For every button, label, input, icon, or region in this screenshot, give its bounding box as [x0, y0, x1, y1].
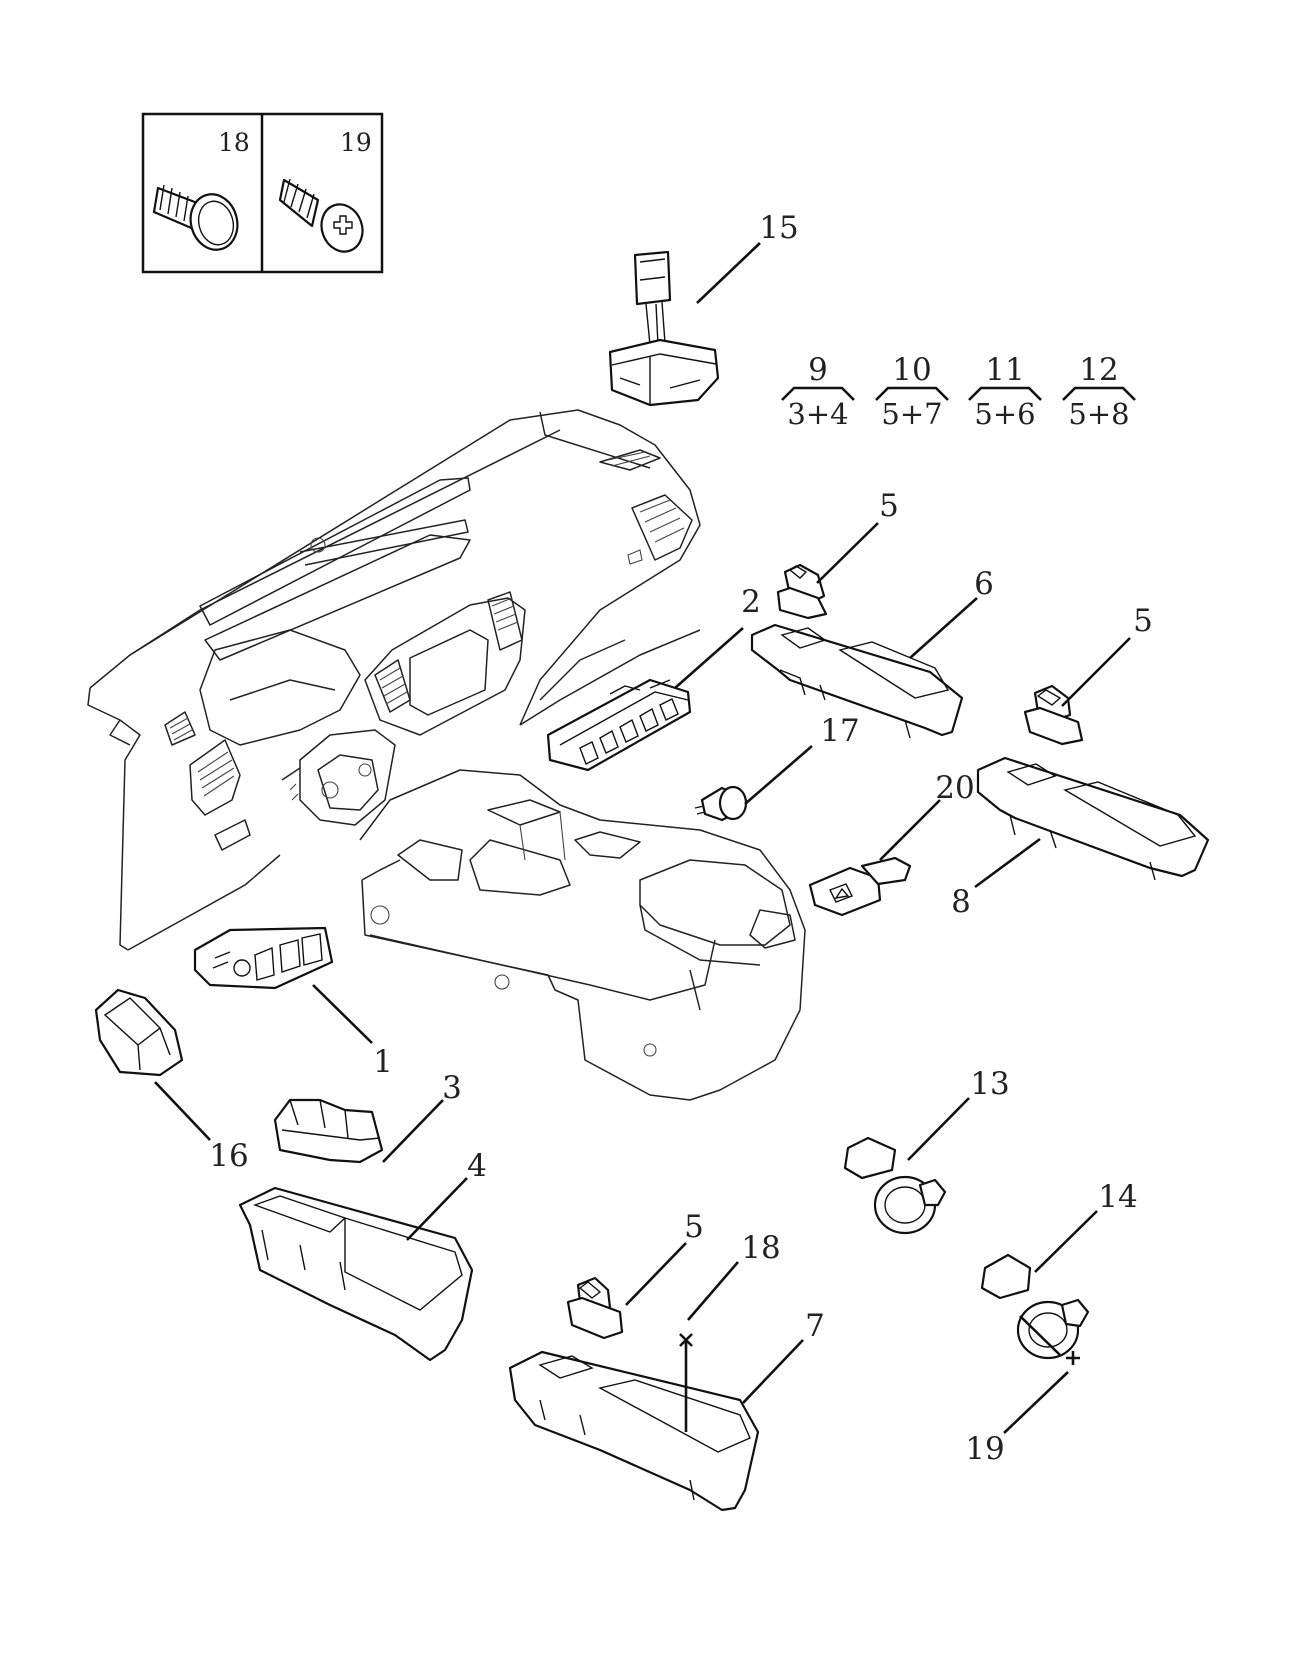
kit-number: 12	[1079, 352, 1118, 388]
part-5-switch-top	[776, 563, 828, 620]
leader-15	[696, 242, 761, 304]
callout-4: 4	[467, 1148, 487, 1184]
callout-1: 1	[373, 1044, 393, 1080]
callout-18: 18	[741, 1230, 780, 1266]
leader-17	[744, 745, 813, 805]
leader-5-top	[816, 522, 879, 584]
inset-label-18: 18	[218, 128, 250, 157]
leader-4	[406, 1177, 468, 1241]
leader-2	[674, 627, 744, 689]
kit-number: 11	[985, 352, 1024, 388]
leader-19	[1003, 1371, 1069, 1434]
fastener-mark-18	[679, 1333, 693, 1347]
callout-6: 6	[974, 566, 994, 602]
callout-17: 17	[820, 713, 859, 749]
phillips-screw-icon	[278, 178, 364, 253]
part-17-socket	[694, 785, 748, 822]
part-16-switch-block	[94, 988, 184, 1077]
leader-8	[974, 837, 1041, 889]
callout-13: 13	[970, 1066, 1009, 1102]
fastener-inset: 18 19	[141, 112, 384, 274]
push-pin-clip-icon	[152, 184, 239, 251]
kit-10: 10 5+7	[875, 352, 949, 431]
kit-number: 9	[808, 352, 828, 388]
leader-5-bottom	[625, 1242, 687, 1306]
leader-6	[909, 597, 978, 659]
leader-19-drop	[1019, 1315, 1061, 1356]
part-5-switch-right	[1023, 684, 1084, 746]
leader-7	[742, 1339, 804, 1404]
callout-15: 15	[759, 210, 798, 246]
kit-number: 10	[892, 352, 931, 388]
dashboard-outline	[87, 409, 806, 1101]
inset-label-19: 19	[340, 128, 372, 157]
part-2-switch-panel	[546, 678, 692, 772]
callout-7: 7	[805, 1308, 825, 1344]
kit-contents: 3+4	[787, 397, 848, 431]
callout-5-top: 5	[879, 488, 899, 524]
kit-12: 12 5+8	[1062, 352, 1136, 431]
part-8-bezel	[976, 756, 1210, 881]
callout-3: 3	[442, 1070, 462, 1106]
leader-13	[907, 1097, 970, 1161]
part-5-switch-bottom	[566, 1276, 624, 1340]
callout-19: 19	[965, 1431, 1004, 1467]
leader-1	[312, 984, 373, 1044]
part-20-hazard-switch	[808, 856, 912, 917]
kit-11: 11 5+6	[968, 352, 1042, 431]
part-3-window-switch	[273, 1098, 384, 1164]
kit-contents: 5+7	[881, 397, 942, 431]
leader-14	[1034, 1210, 1098, 1273]
part-14-knob-switch	[980, 1253, 1090, 1360]
part-15-module	[608, 250, 720, 407]
leader-16	[154, 1081, 211, 1141]
leader-3	[382, 1099, 444, 1163]
callout-2: 2	[741, 584, 761, 620]
leader-5-right	[1061, 637, 1131, 707]
callout-5-right: 5	[1133, 603, 1153, 639]
kit-contents: 5+6	[974, 397, 1035, 431]
callout-14: 14	[1098, 1179, 1137, 1215]
part-4-console-bezel	[238, 1186, 474, 1362]
kit-legend: 9 3+4 10 5+7 11 5+6 12 5+8	[781, 352, 1136, 431]
part-13-knob-switch	[843, 1136, 947, 1235]
callout-8: 8	[951, 884, 971, 920]
kit-contents: 5+8	[1068, 397, 1129, 431]
leader-18	[687, 1261, 739, 1321]
callout-labels: 1 2 3 4 5 5 5 6 7 8 13 14 15 16 17 18 19…	[209, 210, 1153, 1467]
callout-20: 20	[935, 770, 974, 806]
part-6-bezel	[750, 623, 964, 739]
part-7-bezel	[508, 1350, 760, 1512]
leader-lines	[154, 242, 1131, 1434]
kit-9: 9 3+4	[781, 352, 855, 431]
part-1-switch-pack	[193, 926, 334, 990]
leader-20	[879, 799, 941, 861]
callout-16: 16	[209, 1138, 248, 1174]
callout-5-bottom: 5	[684, 1209, 704, 1245]
fastener-mark-19	[1066, 1351, 1080, 1365]
